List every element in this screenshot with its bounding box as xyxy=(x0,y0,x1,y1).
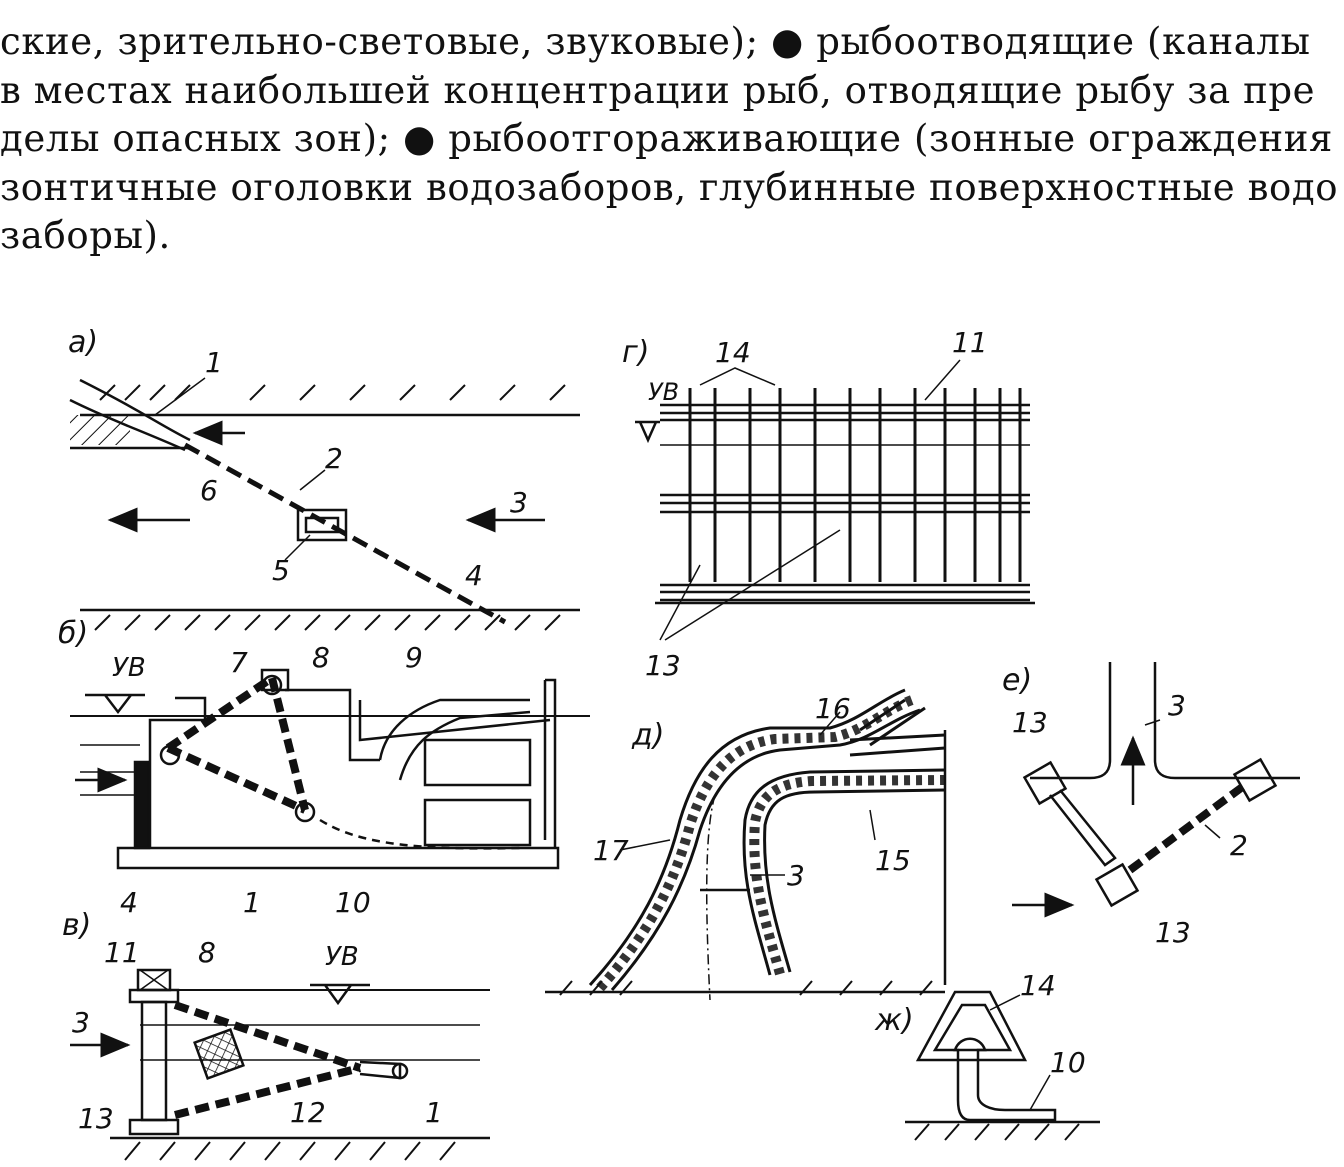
callout-label: 3 xyxy=(787,859,805,892)
callout-label: 10 xyxy=(335,886,371,919)
callout-label: 9 xyxy=(405,641,423,674)
callout-label: 1 xyxy=(205,346,223,379)
callout-label: 11 xyxy=(952,326,988,359)
callout-label: 5 xyxy=(272,554,290,587)
water-level-label: УВ xyxy=(112,653,146,683)
callout-label: 12 xyxy=(290,1096,326,1129)
callout-label: 1 xyxy=(425,1096,443,1129)
panel-a: а) 1 2 3 4 5 6 xyxy=(68,325,580,631)
callout-label: 1 xyxy=(243,886,261,919)
text-line: в местах наибольшей концентрации рыб, от… xyxy=(0,68,1316,112)
callout-label: 3 xyxy=(510,486,528,519)
water-level-label: УВ xyxy=(325,942,359,972)
text-line: заборы). xyxy=(0,214,171,257)
callout-label: 7 xyxy=(230,646,248,679)
body-text: ские, зрительно-световые, звуковые); ● р… xyxy=(0,18,1344,261)
panel-label: ж) xyxy=(874,1003,914,1038)
panel-b: б) УВ 7 8 9 4 1 xyxy=(58,616,590,919)
callout-label: 14 xyxy=(1020,969,1056,1002)
text-line: ские, зрительно-световые, звуковые); ● р… xyxy=(0,20,1311,63)
callout-label: 8 xyxy=(312,641,330,674)
panel-g: г) УВ xyxy=(622,326,1035,682)
callout-label: 16 xyxy=(815,692,851,725)
callout-label: 3 xyxy=(72,1006,90,1039)
callout-label: 3 xyxy=(1168,689,1186,722)
callout-label: 13 xyxy=(78,1102,114,1135)
panel-label: а) xyxy=(68,325,98,360)
callout-label: 2 xyxy=(325,442,343,475)
text-line: зонтичные оголовки водозаборов, глубинны… xyxy=(0,165,1339,209)
callout-label: 4 xyxy=(120,886,138,919)
panel-d: д) 16 17 3 15 xyxy=(545,688,947,1001)
panel-label: г) xyxy=(622,335,649,370)
text-line: делы опасных зон); ● рыбоотгораживающие … xyxy=(0,117,1333,160)
panel-zh: ж) 14 10 xyxy=(874,969,1100,1141)
panel-e: е) 13 3 2 13 xyxy=(1002,662,1300,949)
panel-label: в) xyxy=(62,908,91,943)
callout-label: 13 xyxy=(645,649,681,682)
callout-label: 10 xyxy=(1050,1046,1086,1079)
panel-v: в) УВ 11 8 3 13 12 1 xyxy=(62,908,490,1161)
callout-label: 4 xyxy=(465,559,483,592)
callout-label: 15 xyxy=(875,844,911,877)
panel-label: б) xyxy=(58,616,88,651)
panel-label: д) xyxy=(631,718,664,753)
callout-label: 2 xyxy=(1230,829,1248,862)
callout-label: 8 xyxy=(198,936,216,969)
callout-label: 13 xyxy=(1012,706,1048,739)
callout-label: 6 xyxy=(200,474,218,507)
fish-protection-figure: а) 1 2 3 4 5 6 xyxy=(58,325,1300,1161)
water-level-label: УВ xyxy=(648,378,679,406)
callout-label: 11 xyxy=(104,936,140,969)
callout-label: 13 xyxy=(1155,916,1191,949)
callout-label: 17 xyxy=(593,834,629,867)
panel-label: е) xyxy=(1002,663,1032,698)
callout-label: 14 xyxy=(715,336,751,369)
